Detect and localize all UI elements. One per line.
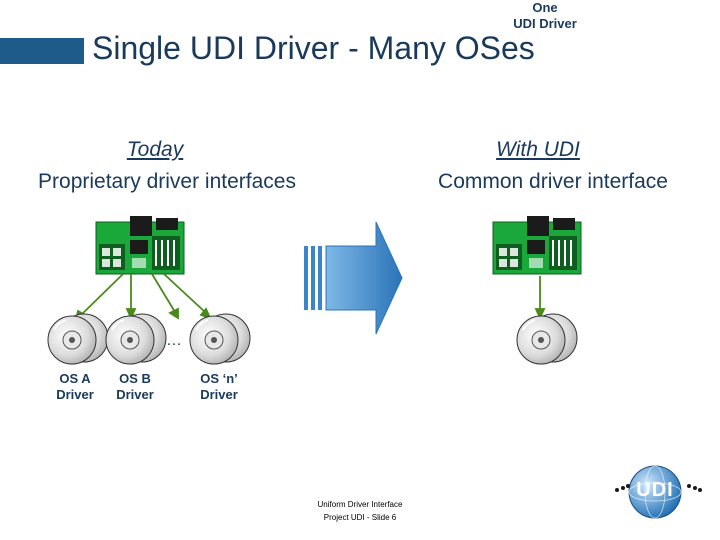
right-connector	[534, 276, 546, 321]
udi-driver-disc	[516, 313, 578, 365]
os-a-driver-line1: OS A	[59, 371, 91, 386]
os-b-driver-label: OS B Driver	[104, 371, 166, 403]
footer-line2: Project UDI - Slide 6	[323, 513, 397, 522]
more-drivers-ellipsis: …	[166, 332, 182, 349]
os-n-driver-disc	[189, 313, 251, 365]
udi-logo-text: UDI	[636, 479, 674, 501]
os-b-driver-disc	[105, 313, 167, 365]
udi-driver-line1: One	[532, 0, 558, 15]
left-heading: Today	[126, 138, 184, 161]
udi-driver-line2: UDI Driver	[513, 16, 577, 31]
transition-arrow	[304, 221, 403, 335]
os-a-driver-label: OS A Driver	[44, 371, 106, 403]
slide-title: Single UDI Driver - Many OSes	[92, 30, 535, 66]
os-b-driver-line1: OS B	[119, 371, 151, 386]
os-n-driver-line2: Driver	[200, 387, 238, 402]
footer-line1: Uniform Driver Interface	[317, 500, 403, 509]
udi-logo	[615, 465, 702, 519]
title-accent-bar	[0, 38, 84, 64]
os-a-driver-disc	[47, 313, 109, 365]
os-b-driver-line2: Driver	[116, 387, 154, 402]
left-motherboard-image	[95, 215, 185, 275]
left-subheading: Proprietary driver interfaces	[38, 170, 296, 193]
udi-driver-label: One UDI Driver	[500, 0, 590, 32]
right-motherboard-image	[492, 215, 582, 275]
right-subheading: Common driver interface	[438, 170, 668, 193]
os-a-driver-line2: Driver	[56, 387, 94, 402]
right-heading: With UDI	[496, 138, 580, 161]
os-n-driver-label: OS ‘n’ Driver	[188, 371, 250, 403]
left-connectors	[74, 273, 212, 322]
os-n-driver-line1: OS ‘n’	[200, 371, 238, 386]
slide-footer: Uniform Driver Interface Project UDI - S…	[290, 498, 430, 524]
